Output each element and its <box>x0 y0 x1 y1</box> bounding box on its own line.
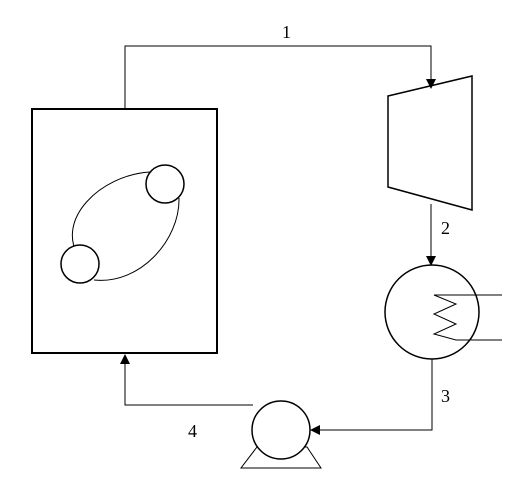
flow-line-4 <box>120 354 253 406</box>
state-label-3: 3 <box>441 386 450 406</box>
condenser <box>384 264 502 360</box>
state-label-2: 2 <box>441 218 450 238</box>
boiler-box <box>31 108 218 354</box>
boiler-node-lower <box>60 244 100 284</box>
pump-body <box>251 400 311 460</box>
boiler-node-upper <box>145 164 185 204</box>
turbine <box>387 75 473 211</box>
boiler-loop-curve <box>72 171 151 258</box>
state-label-1: 1 <box>282 22 291 42</box>
boiler-loop-curve-2 <box>93 197 180 281</box>
state-label-4: 4 <box>188 421 197 441</box>
condenser-shell <box>384 264 480 360</box>
flow-line-1 <box>124 45 436 109</box>
condenser-coil <box>432 294 502 341</box>
boiler <box>31 108 218 354</box>
flow-line-3 <box>310 359 433 435</box>
pump <box>239 400 322 469</box>
